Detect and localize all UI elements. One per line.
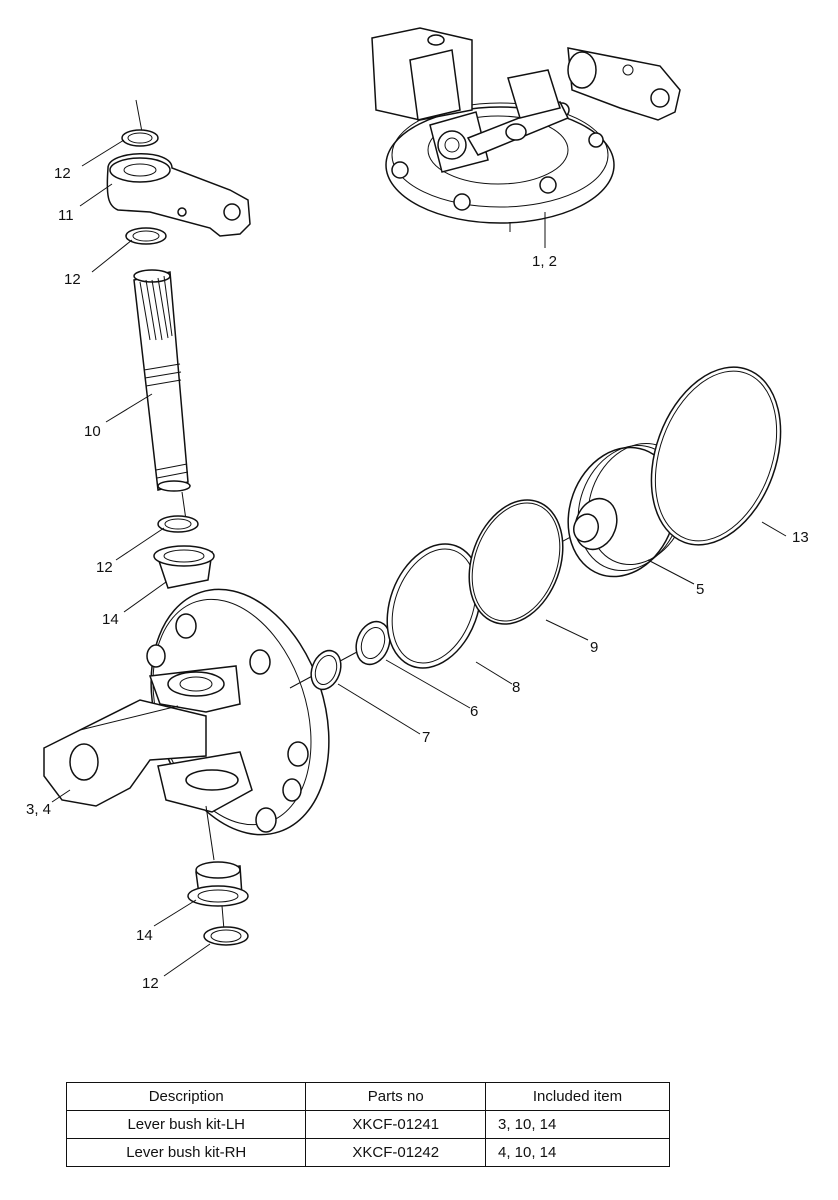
table-header-row: Description Parts no Included item <box>65 1082 671 1111</box>
callout-5: 5 <box>696 581 704 598</box>
callout-10: 10 <box>84 423 101 440</box>
assembled-housing-drawing <box>371 27 681 248</box>
seal-ring-6 <box>355 620 391 666</box>
header-included-item: Included item <box>484 1082 671 1111</box>
seal-stack-drawing <box>289 366 782 691</box>
lever-arm-drawing <box>106 99 251 245</box>
leader-lines <box>51 139 787 977</box>
large-o-ring-13 <box>650 366 782 546</box>
cell-parts-no: XKCF-01241 <box>305 1110 486 1139</box>
callout-12: 12 <box>96 559 113 576</box>
main-housing-drawing <box>43 588 330 861</box>
callout-7: 7 <box>422 729 430 746</box>
callout-8: 8 <box>512 679 520 696</box>
header-parts-no: Parts no <box>305 1082 486 1111</box>
bush-upper-drawing <box>153 515 215 589</box>
cell-included-item: 4, 10, 14 <box>484 1138 671 1167</box>
callout-12: 12 <box>64 271 81 288</box>
callout-1-2: 1, 2 <box>532 253 557 270</box>
cell-description: Lever bush kit-LH <box>65 1110 307 1139</box>
table-row: Lever bush kit-LH XKCF-01241 3, 10, 14 <box>65 1110 671 1139</box>
o-ring-7 <box>310 649 342 691</box>
callout-14: 14 <box>136 927 153 944</box>
callout-9: 9 <box>590 639 598 656</box>
cell-included-item: 3, 10, 14 <box>484 1110 671 1139</box>
callout-13: 13 <box>792 529 809 546</box>
ring-9 <box>468 499 564 625</box>
callout-12: 12 <box>142 975 159 992</box>
circlip-12-top <box>121 129 159 147</box>
shaft-drawing <box>133 269 191 521</box>
callout-6: 6 <box>470 703 478 720</box>
circlip-12-upper <box>125 227 167 245</box>
cell-description: Lever bush kit-RH <box>65 1138 307 1167</box>
callout-14: 14 <box>102 611 119 628</box>
table-row: Lever bush kit-RH XKCF-01242 4, 10, 14 <box>65 1138 671 1167</box>
cell-parts-no: XKCF-01242 <box>305 1138 486 1167</box>
bush-lower-drawing <box>187 861 249 946</box>
header-description: Description <box>65 1082 307 1111</box>
callout-12: 12 <box>54 165 71 182</box>
exploded-parts-diagram: 12 11 12 10 12 14 3, 4 14 12 1, 2 13 5 9… <box>26 27 809 992</box>
callout-3-4: 3, 4 <box>26 801 51 818</box>
seal-8 <box>386 543 482 669</box>
parts-table: Description Parts no Included item Lever… <box>65 1082 671 1167</box>
callout-11: 11 <box>58 207 74 224</box>
